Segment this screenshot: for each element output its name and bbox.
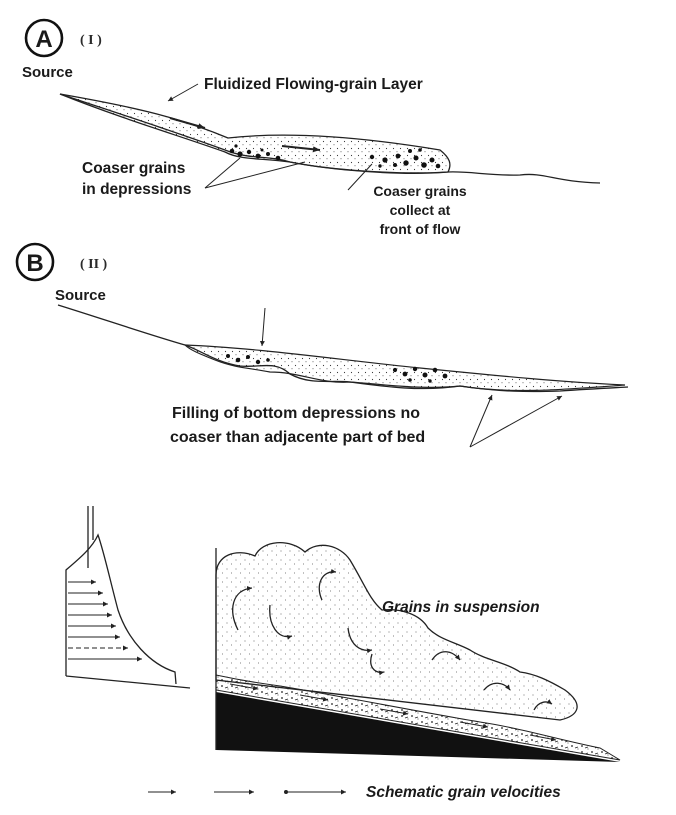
- leader-layer: [167, 83, 199, 102]
- coarse-grains-front: [369, 148, 441, 169]
- front-label-line1: Coaser grains: [373, 183, 467, 199]
- deposited-bed: [183, 344, 626, 392]
- panel-b-substrate: [57, 304, 629, 393]
- substrate-surface: [59, 93, 601, 184]
- panel-b-roman-numeral: ( II ): [80, 257, 108, 272]
- leader-filling-2: [469, 395, 563, 448]
- filling-label-line2: coaser than adjacente part of bed: [170, 429, 425, 446]
- velocities-label: Schematic grain velocities: [366, 784, 561, 801]
- suspension-label: Grains in suspension: [382, 599, 540, 616]
- badge-b-letter: B: [26, 250, 43, 277]
- gravel-layer: [215, 674, 621, 761]
- leader-depression-2: [204, 161, 306, 189]
- fluidized-layer-label: Fluidized Flowing-grain Layer: [204, 76, 423, 93]
- badge-a-letter: A: [35, 26, 52, 53]
- badge-b: B: [15, 242, 55, 282]
- flow-arrow-2: [281, 145, 321, 153]
- panel-a-source-label: Source: [22, 64, 73, 81]
- panel-c: Grains in suspension Schematic grain vel…: [65, 506, 621, 801]
- depressions-label-line2: in depressions: [82, 181, 191, 198]
- leader-filling-1: [469, 394, 493, 448]
- panel-b-source-label: Source: [55, 287, 106, 304]
- coarse-grains-depression: [229, 144, 281, 161]
- suspension-cloud: [215, 541, 578, 721]
- panel-a: A ( I ) Source Fluidized Flowing-grain L…: [22, 18, 601, 237]
- panel-a-roman-numeral: ( I ): [80, 33, 102, 48]
- velocity-profile-arrows: [68, 579, 142, 662]
- badge-a: A: [24, 18, 64, 58]
- bedload-arrows: [229, 683, 557, 742]
- coarse-grains-bed: [226, 354, 448, 383]
- flow-arrow-1: [169, 117, 206, 129]
- leader-depression-1: [204, 157, 241, 189]
- front-label-line3: front of flow: [380, 221, 461, 237]
- panel-b: B ( II ) Source Filling of bottom depres…: [15, 242, 629, 448]
- velocity-profile: [65, 506, 191, 689]
- eddy-arrows: [232, 568, 553, 711]
- front-label-line2: collect at: [390, 202, 451, 218]
- substrate-wedge: [216, 692, 620, 762]
- filling-label-line1: Filling of bottom depressions no: [172, 405, 420, 422]
- leader-front: [347, 163, 373, 191]
- leader-bed-top: [259, 307, 266, 347]
- turbidity-current: [215, 541, 621, 762]
- depressions-label-line1: Coaser grains: [82, 160, 185, 177]
